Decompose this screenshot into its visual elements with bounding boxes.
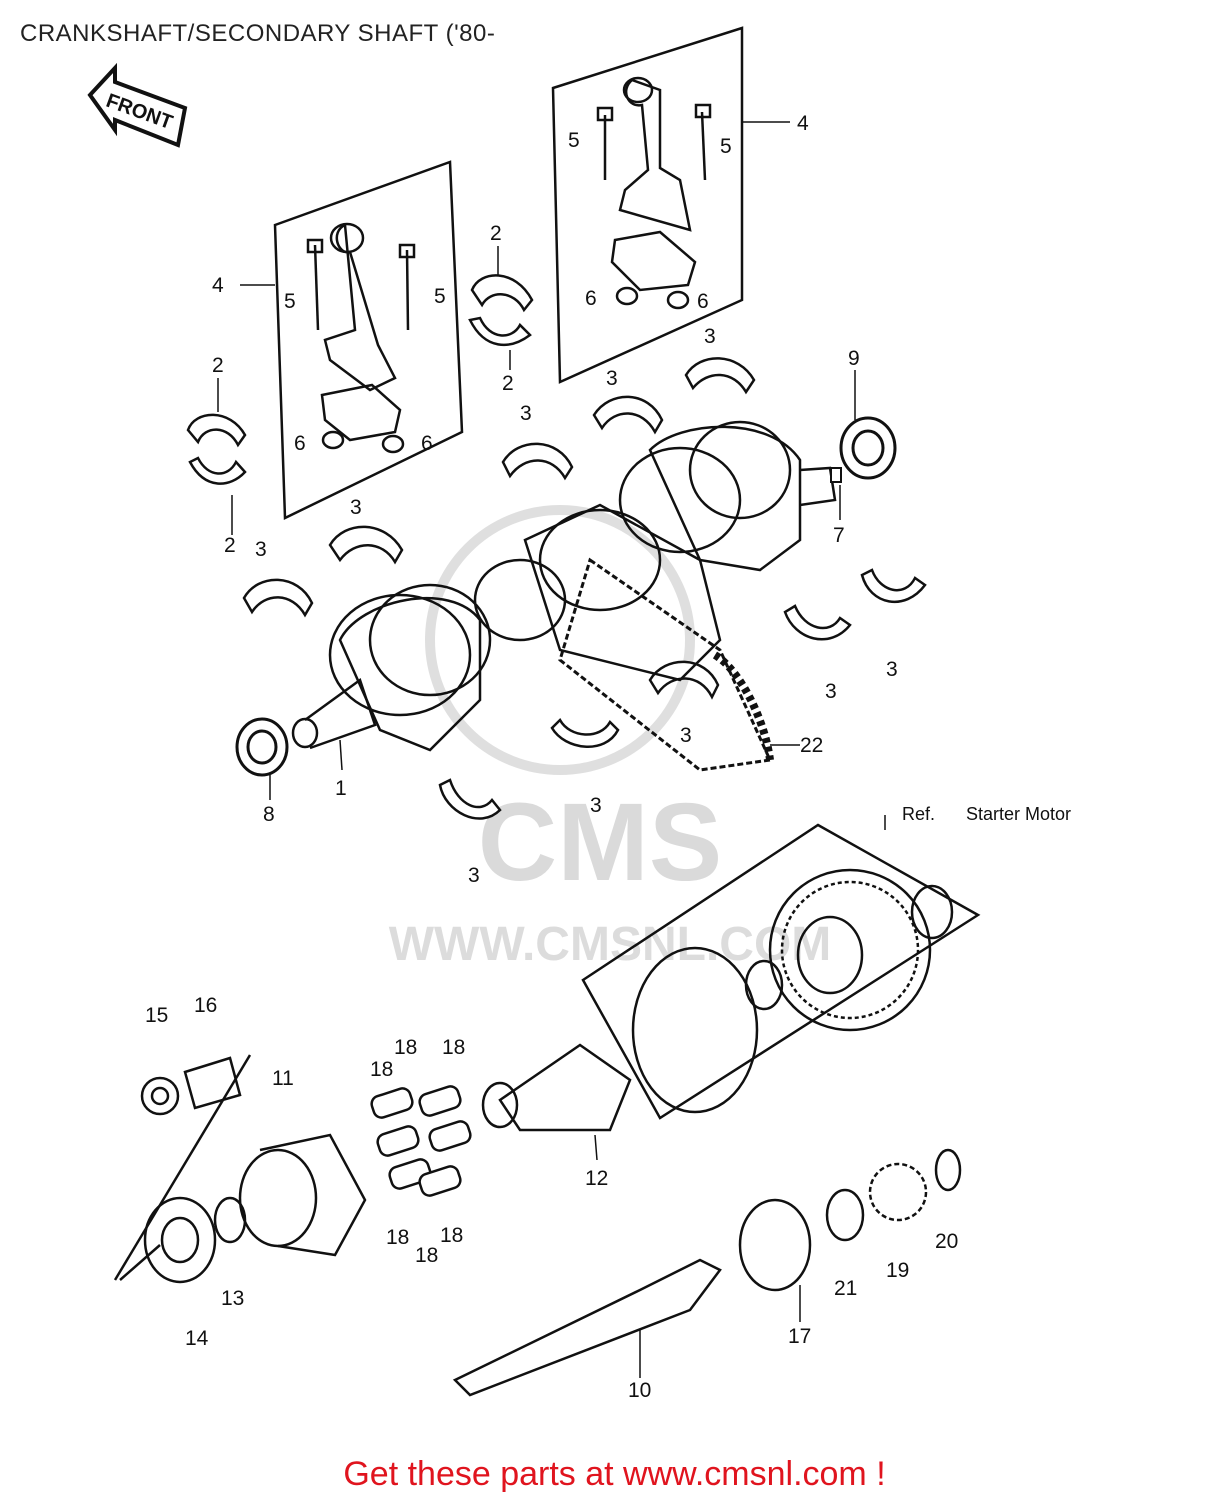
oil-seal-9 bbox=[839, 416, 897, 480]
callout-3: 3 bbox=[680, 724, 692, 747]
callout-3: 3 bbox=[255, 538, 267, 561]
crankshaft bbox=[291, 420, 837, 752]
callout-11: 11 bbox=[272, 1067, 294, 1090]
watermark-logo: CMS bbox=[478, 781, 722, 904]
conrod-box-right bbox=[551, 26, 744, 384]
callout-3: 3 bbox=[704, 325, 716, 348]
front-arrow-icon: FRONT bbox=[87, 62, 188, 148]
ref-label: Ref. bbox=[902, 804, 935, 824]
starter-clutch-box bbox=[581, 823, 981, 1120]
callout-5: 5 bbox=[434, 285, 446, 308]
callout-5: 5 bbox=[284, 290, 296, 313]
callout-6: 6 bbox=[294, 432, 306, 455]
callout-13: 13 bbox=[221, 1287, 244, 1310]
callout-6: 6 bbox=[697, 290, 709, 313]
callout-18: 18 bbox=[415, 1244, 438, 1267]
callout-4: 4 bbox=[797, 112, 809, 135]
callout-3: 3 bbox=[520, 402, 532, 425]
callout-22: 22 bbox=[800, 734, 823, 757]
callout-2: 2 bbox=[502, 372, 514, 395]
callout-17: 17 bbox=[788, 1325, 811, 1348]
pin-7 bbox=[830, 467, 842, 483]
footer-cta-link[interactable]: Get these parts at www.cmsnl.com ! bbox=[343, 1455, 886, 1493]
callout-21: 21 bbox=[834, 1277, 857, 1300]
callout-3: 3 bbox=[606, 367, 618, 390]
secondary-shaft-parts bbox=[113, 1043, 962, 1397]
callout-12: 12 bbox=[585, 1167, 608, 1190]
rollers-18 bbox=[370, 1085, 472, 1197]
callout-5: 5 bbox=[568, 129, 580, 152]
callout-18: 18 bbox=[386, 1226, 409, 1249]
callout-4: 4 bbox=[212, 274, 224, 297]
callout-3: 3 bbox=[886, 658, 898, 681]
starter-motor-label: Starter Motor bbox=[966, 804, 1071, 824]
page-title: CRANKSHAFT/SECONDARY SHAFT ('80- bbox=[20, 20, 496, 47]
callout-18: 18 bbox=[394, 1036, 417, 1059]
callout-10: 10 bbox=[628, 1379, 651, 1402]
callout-2: 2 bbox=[224, 534, 236, 557]
callout-9: 9 bbox=[848, 347, 860, 370]
callout-3: 3 bbox=[590, 794, 602, 817]
callout-19: 19 bbox=[886, 1259, 909, 1282]
callout-3: 3 bbox=[350, 496, 362, 519]
callout-1: 1 bbox=[335, 777, 347, 800]
callout-8: 8 bbox=[263, 803, 275, 826]
callout-14: 14 bbox=[185, 1327, 209, 1350]
oil-seal-8 bbox=[235, 717, 289, 777]
callout-2: 2 bbox=[490, 222, 502, 245]
callout-18: 18 bbox=[440, 1224, 463, 1247]
callout-6: 6 bbox=[421, 432, 433, 455]
callout-3: 3 bbox=[825, 680, 837, 703]
leader-lines bbox=[217, 121, 886, 1378]
callout-18: 18 bbox=[370, 1058, 393, 1081]
callout-15: 15 bbox=[145, 1004, 168, 1027]
bearing-shells bbox=[186, 274, 927, 820]
callout-2: 2 bbox=[212, 354, 224, 377]
callout-3: 3 bbox=[468, 864, 480, 887]
chain-22 bbox=[558, 557, 774, 772]
callout-7: 7 bbox=[833, 524, 845, 547]
callout-16: 16 bbox=[194, 994, 217, 1017]
callout-18: 18 bbox=[442, 1036, 465, 1059]
callout-20: 20 bbox=[935, 1230, 958, 1253]
callout-5: 5 bbox=[720, 135, 732, 158]
conrod-box-left bbox=[273, 160, 464, 520]
callout-6: 6 bbox=[585, 287, 597, 310]
callout-labels: 1 2 2 2 2 3 3 3 3 3 3 3 3 3 3 3 4 4 5 5 … bbox=[145, 112, 958, 1402]
